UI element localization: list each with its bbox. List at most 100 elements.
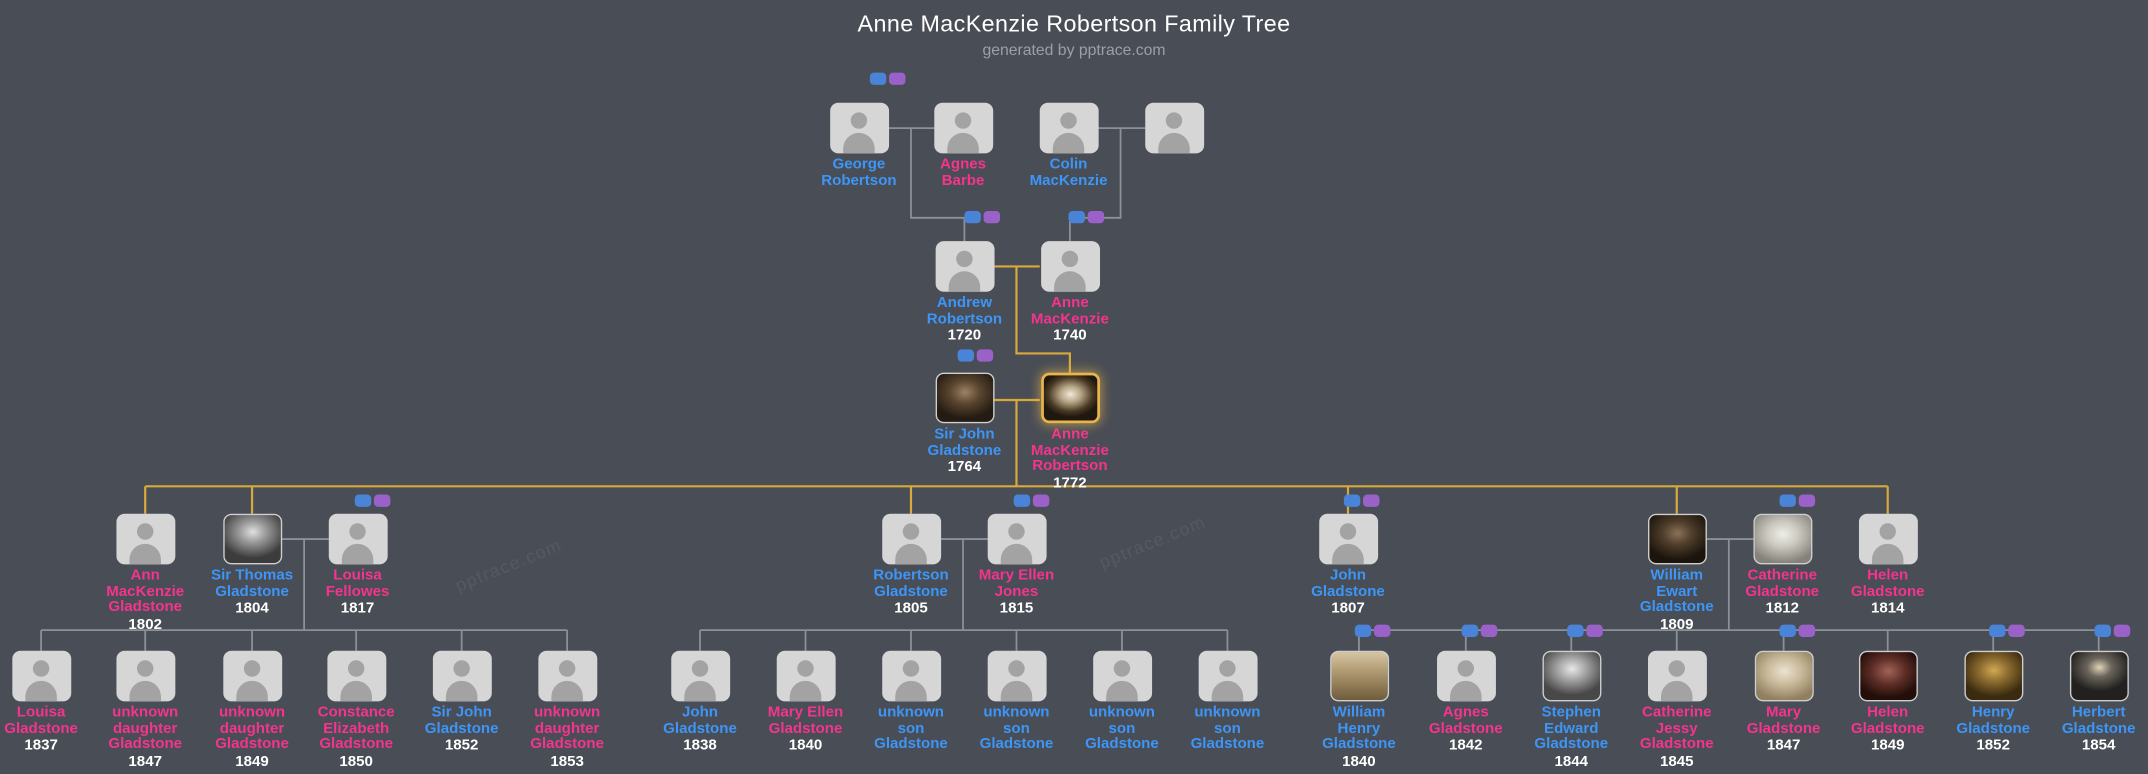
person-name: Anne MacKenzie [1030,294,1109,327]
person-agnes-barbe[interactable]: Agnes Barbe [911,102,1015,189]
person-agnes-gladstone-1842[interactable]: Agnes Gladstone 1842 [1414,650,1518,753]
portrait-photo [1963,650,2023,702]
person-name: John Gladstone [1311,567,1385,600]
person-sir-john-gladstone[interactable]: Sir John Gladstone 1764 [912,372,1016,476]
person-constance-elizabeth-gladstone[interactable]: Constance Elizabeth Gladstone 1850 [304,650,408,770]
birth-year: 1720 [947,327,982,344]
birth-year: 1837 [24,737,58,754]
avatar-placeholder-icon [881,650,941,702]
birth-year: 1850 [339,752,373,770]
birth-year: 1740 [1053,327,1087,344]
person-anne-mackenzie[interactable]: Anne MacKenzie 1740 [1018,241,1122,344]
birth-year: 1772 [1053,474,1087,492]
birth-year: 1804 [235,600,269,617]
person-catherine-gladstone[interactable]: Catherine Gladstone 1812 [1730,513,1834,617]
couple-badge-icon [1779,494,1816,507]
avatar-placeholder-icon [1039,102,1098,154]
person-name: Agnes Gladstone [1428,704,1503,737]
person-louisa-gladstone-1837[interactable]: Louisa Gladstone 1837 [0,650,93,754]
person-name: unknown daughter Gladstone [108,704,183,753]
couple-badge-icon [1461,624,1498,638]
avatar-placeholder-icon [1092,650,1152,702]
portrait-photo [934,372,994,424]
birth-year: 1812 [1765,600,1799,617]
person-mary-ellen-jones[interactable]: Mary Ellen Jones 1815 [964,513,1068,617]
person-helen-gladstone-1849[interactable]: Helen Gladstone 1849 [1836,650,1940,753]
person-henry-gladstone-1852[interactable]: Henry Gladstone 1852 [1941,650,2045,753]
avatar-placeholder-icon [1318,513,1378,565]
person-mary-gladstone-1847[interactable]: Mary Gladstone 1847 [1732,650,1836,753]
avatar-placeholder-icon [1197,650,1257,702]
birth-year: 1807 [1331,600,1365,617]
portrait-photo [1647,513,1707,565]
avatar-placeholder-icon [933,102,993,154]
person-anne-mackenzie-robertson[interactable]: Anne MacKenzie Robertson 1772 [1018,372,1122,492]
couple-badge-icon [1068,210,1105,224]
person-colin-mackenzie[interactable]: Colin MacKenzie [1016,102,1120,189]
avatar-placeholder-icon [328,513,387,565]
avatar-placeholder-icon [432,650,492,702]
person-name: Robertson Gladstone [873,567,949,600]
birth-year: 1840 [1342,752,1376,770]
person-unknown-son-4[interactable]: unknown son Gladstone [1175,650,1279,753]
portrait-photo [1754,650,1814,702]
birth-year: 1764 [947,458,982,476]
person-unknown-spouse[interactable] [1122,102,1226,154]
person-robertson-gladstone[interactable]: Robertson Gladstone 1805 [859,513,963,617]
avatar-placeholder-icon [1040,241,1100,292]
person-unknown-son-1[interactable]: unknown son Gladstone [859,650,963,753]
person-name: Catherine Gladstone [1745,567,1820,600]
person-herbert-gladstone-1854[interactable]: Herbert Gladstone 1854 [2047,650,2148,753]
person-john-gladstone-1807[interactable]: John Gladstone 1807 [1296,513,1400,617]
person-name: Helen Gladstone [1850,567,1925,600]
birth-year: 1802 [128,615,162,633]
person-name: unknown daughter Gladstone [530,704,604,753]
birth-year: 1805 [894,600,928,617]
avatar-placeholder-icon [222,650,282,702]
person-helen-gladstone-1814[interactable]: Helen Gladstone 1814 [1836,513,1940,616]
birth-year: 1815 [999,600,1034,617]
person-name: Andrew Robertson [926,294,1003,327]
portrait-photo [2069,650,2129,702]
person-name: unknown son Gladstone [1085,704,1159,753]
couple-badge-icon [957,349,994,362]
person-name: unknown son Gladstone [979,704,1054,753]
person-name: Henry Gladstone [1956,704,2031,737]
person-name: Sir John Gladstone [424,704,499,737]
person-catherine-jessy-gladstone[interactable]: Catherine Jessy Gladstone 1845 [1625,650,1729,769]
person-stephen-edward-gladstone[interactable]: Stephen Edward Gladstone 1844 [1519,650,1623,769]
person-name: unknown son Gladstone [874,704,948,753]
avatar-placeholder-icon [115,650,175,702]
avatar-placeholder-icon [987,650,1046,702]
person-name: Mary Ellen Gladstone [767,704,844,737]
person-sir-thomas-gladstone[interactable]: Sir Thomas Gladstone 1804 [200,513,304,617]
birth-year: 1853 [550,752,584,770]
birth-year: 1809 [1659,615,1694,633]
birth-year: 1847 [128,752,162,770]
person-john-gladstone-1838[interactable]: John Gladstone 1838 [648,650,752,753]
person-unknown-son-3[interactable]: unknown son Gladstone [1070,650,1174,753]
person-william-ewart-gladstone[interactable]: William Ewart Gladstone 1809 [1625,513,1729,633]
person-sir-john-gladstone-1852[interactable]: Sir John Gladstone 1852 [410,650,514,754]
avatar-placeholder-icon [987,513,1046,565]
person-ann-mackenzie-gladstone[interactable]: Ann MacKenzie Gladstone 1802 [93,513,197,633]
person-unknown-daughter-1847[interactable]: unknown daughter Gladstone 1847 [93,650,197,770]
avatar-placeholder-icon [776,650,835,702]
person-andrew-robertson[interactable]: Andrew Robertson 1720 [912,241,1016,344]
person-unknown-daughter-1849[interactable]: unknown daughter Gladstone 1849 [200,650,304,769]
couple-badge-icon [1354,624,1391,638]
person-name: Stephen Edward Gladstone [1534,704,1609,753]
person-unknown-daughter-1853[interactable]: unknown daughter Gladstone 1853 [515,650,619,770]
person-name: Colin MacKenzie [1029,156,1108,189]
person-unknown-son-2[interactable]: unknown son Gladstone [964,650,1068,753]
person-george-robertson[interactable]: George Robertson [807,102,911,189]
person-william-henry-gladstone[interactable]: William Henry Gladstone 1840 [1307,650,1411,770]
person-name: Louisa Gladstone [4,704,78,737]
portrait-photo [1541,650,1601,702]
person-name: Mary Ellen Jones [978,567,1055,600]
person-louisa-fellowes[interactable]: Louisa Fellowes 1817 [305,513,409,616]
avatar-placeholder-icon [326,650,386,702]
person-mary-ellen-gladstone-1840[interactable]: Mary Ellen Gladstone 1840 [753,650,857,753]
birth-year: 1852 [444,737,479,754]
